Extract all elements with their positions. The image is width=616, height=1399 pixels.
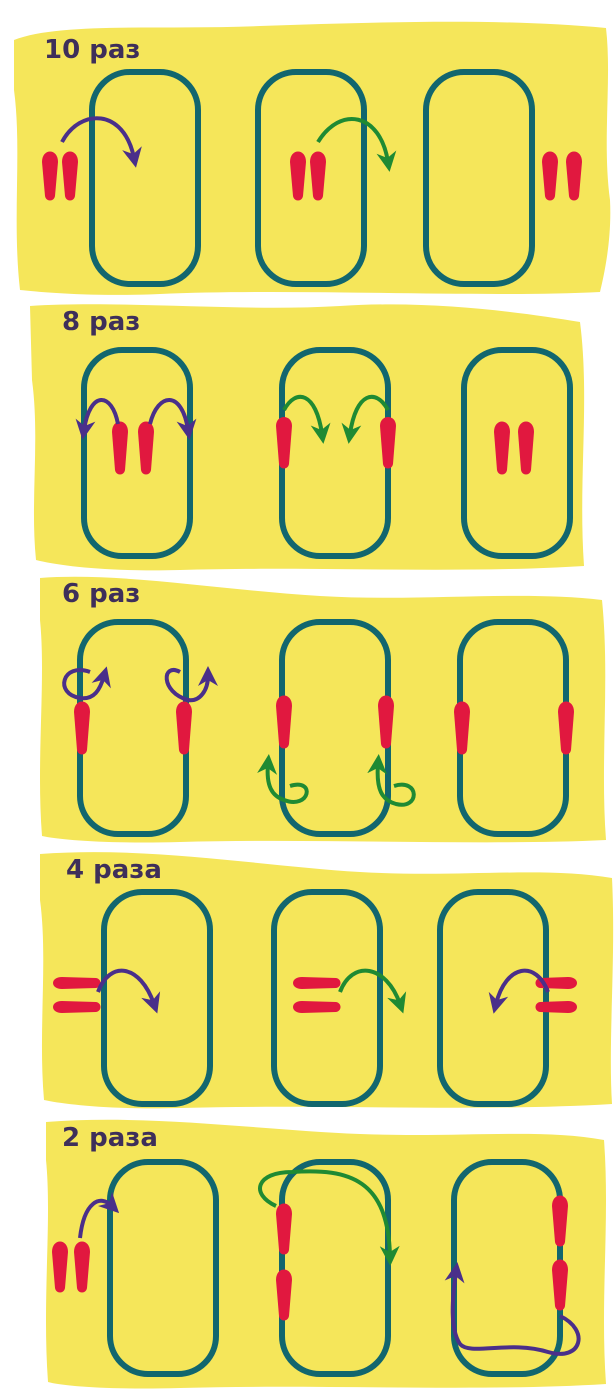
- panel-1: 10 раз: [14, 22, 610, 295]
- panel-label: 6 раз: [62, 579, 140, 609]
- panel-2: 8 раз: [30, 304, 584, 570]
- foot-icon: [53, 1001, 101, 1013]
- panel-5: 2 раза: [46, 1120, 606, 1389]
- foot-icon: [536, 1001, 578, 1013]
- foot-icon: [293, 1001, 341, 1013]
- panel-4: 4 раза: [40, 852, 613, 1108]
- panel-label: 10 раз: [44, 35, 141, 65]
- foot-icon: [293, 977, 341, 989]
- panel-label: 8 раз: [62, 307, 140, 337]
- panel-label: 4 раза: [66, 855, 162, 885]
- panel-label: 2 раза: [62, 1123, 158, 1153]
- panel-3: 6 раз: [40, 577, 606, 843]
- panel-background: [40, 577, 606, 843]
- foot-icon: [53, 977, 101, 989]
